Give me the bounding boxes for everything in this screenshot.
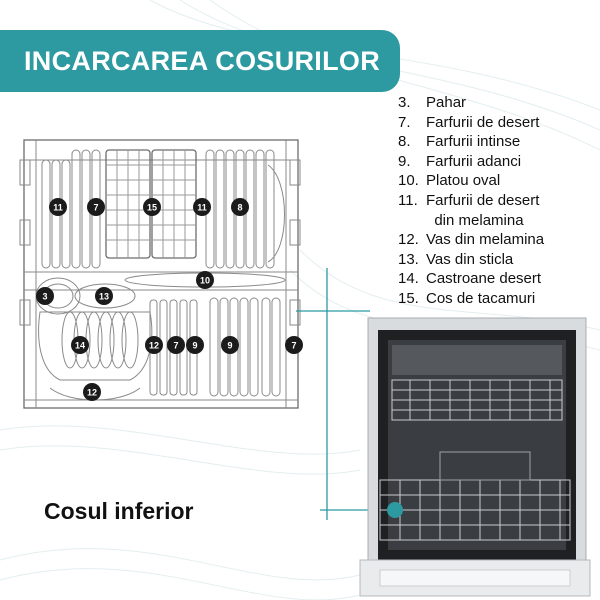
legend-number: 8. — [398, 133, 411, 151]
diagram-badge: 14 — [71, 336, 89, 354]
legend-item: 7. Farfurii de desert — [398, 113, 598, 133]
diagram-badge: 3 — [36, 287, 54, 305]
diagram-badge: 11 — [193, 198, 211, 216]
badge-number: 3 — [42, 292, 47, 302]
legend-label: Vas din melamina — [426, 231, 545, 249]
diagram-badge: 7 — [167, 336, 185, 354]
basket-caption: Cosul inferior — [44, 498, 194, 524]
legend-label: Farfurii de desert — [426, 113, 540, 131]
dishwasher-illustration — [359, 317, 591, 597]
diagram-badge: 13 — [95, 287, 113, 305]
legend-number: 11. — [398, 191, 418, 209]
legend-label: Farfurii intinse — [426, 133, 521, 151]
diagram-badge: 12 — [83, 383, 101, 401]
title-banner — [0, 30, 400, 92]
diagram-badge: 9 — [221, 336, 239, 354]
badge-number: 9 — [227, 341, 232, 351]
diagram-badge: 9 — [186, 336, 204, 354]
legend-label: Cos de tacamuri — [426, 289, 536, 307]
badge-number: 12 — [87, 388, 97, 398]
diagram-badge: 11 — [49, 198, 67, 216]
legend-item: 11. Farfurii de desert din melamina — [398, 191, 598, 230]
badge-number: 14 — [75, 341, 85, 351]
legend-number: 13. — [398, 250, 419, 268]
legend-number: 15. — [398, 289, 419, 307]
legend-number: 7. — [398, 113, 411, 131]
legend-label: Platou oval — [426, 172, 501, 190]
legend-number: 14. — [398, 270, 419, 288]
diagram-badge: 7 — [87, 198, 105, 216]
legend-list: 3. Pahar 7. Farfurii de desert 8. Farfurii … — [398, 93, 598, 309]
legend-item: 13. Vas din sticla — [398, 250, 598, 270]
badge-number: 13 — [99, 292, 109, 302]
legend-item: 15. Cos de tacamuri — [398, 289, 598, 309]
badge-number: 8 — [237, 203, 242, 213]
badge-number: 11 — [53, 203, 63, 213]
legend-item: 9. Farfurii adanci — [398, 152, 598, 172]
basket-frame — [19, 139, 301, 409]
badge-number: 11 — [197, 203, 207, 213]
legend-label: Vas din sticla — [426, 250, 514, 268]
badge-number: 9 — [192, 341, 197, 351]
legend-number: 3. — [398, 94, 411, 111]
badge-number: 7 — [173, 341, 178, 351]
legend-item: 8. Farfurii intinse — [398, 132, 598, 152]
badge-number: 12 — [149, 341, 159, 351]
legend-label: Pahar — [426, 94, 467, 111]
page-title: INCARCAREA COSURILOR — [24, 46, 380, 76]
badge-number: 10 — [200, 276, 210, 286]
legend-label: Castroane desert — [426, 270, 542, 288]
legend-number: 12. — [398, 231, 419, 249]
diagram-badge: 7 — [285, 336, 303, 354]
legend-number: 9. — [398, 152, 411, 170]
legend-number: 10. — [398, 172, 419, 190]
legend-item: 10. Platou oval — [398, 171, 598, 191]
legend-label: Farfurii adanci — [426, 152, 522, 170]
diagram-badge: 8 — [231, 198, 249, 216]
badge-number: 7 — [291, 341, 296, 351]
badge-number: 7 — [93, 203, 98, 213]
legend-item: 12. Vas din melamina — [398, 230, 598, 250]
legend-item: 3. Pahar — [398, 93, 598, 113]
legend-item: 14. Castroane desert — [398, 269, 598, 289]
badge-number: 15 — [147, 203, 157, 213]
diagram-badge: 12 — [145, 336, 163, 354]
diagram-badge: 15 — [143, 198, 161, 216]
legend-label: Farfurii de desert din melamina — [426, 191, 540, 229]
diagram-badge: 10 — [196, 271, 214, 289]
